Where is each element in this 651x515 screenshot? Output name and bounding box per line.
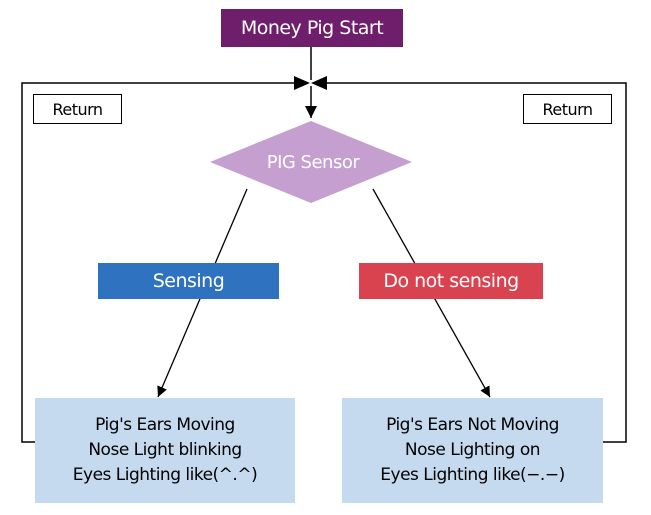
pig-sensor-label: PIG Sensor [266,151,360,173]
start-node: Money Pig Start [221,9,403,47]
merge-arrow-left [294,76,310,90]
sensing-result-line: Eyes Lighting like(^.^) [72,465,258,485]
sensing-branch-label: Sensing [98,263,279,299]
return-loop-right [327,82,627,443]
return-loop-left [21,82,294,443]
not-sensing-result-box: Pig's Ears Not Moving Nose Lighting on E… [342,398,603,503]
return-label-right: Return [523,94,612,124]
pig-sensor-diamond [210,121,412,203]
sensing-result-box: Pig's Ears Moving Nose Light blinking Ey… [35,398,295,503]
sensing-result-line: Nose Light blinking [88,440,242,460]
not-sensing-branch-label: Do not sensing [359,263,543,299]
merge-arrow-right [311,76,327,90]
sensing-result-line: Pig's Ears Moving [95,415,235,435]
not-sensing-result-line: Nose Lighting on [404,440,541,460]
not-sensing-result-line: Pig's Ears Not Moving [386,415,559,435]
not-sensing-result-line: Eyes Lighting like(−.−) [380,465,565,485]
return-label-left: Return [33,94,122,124]
